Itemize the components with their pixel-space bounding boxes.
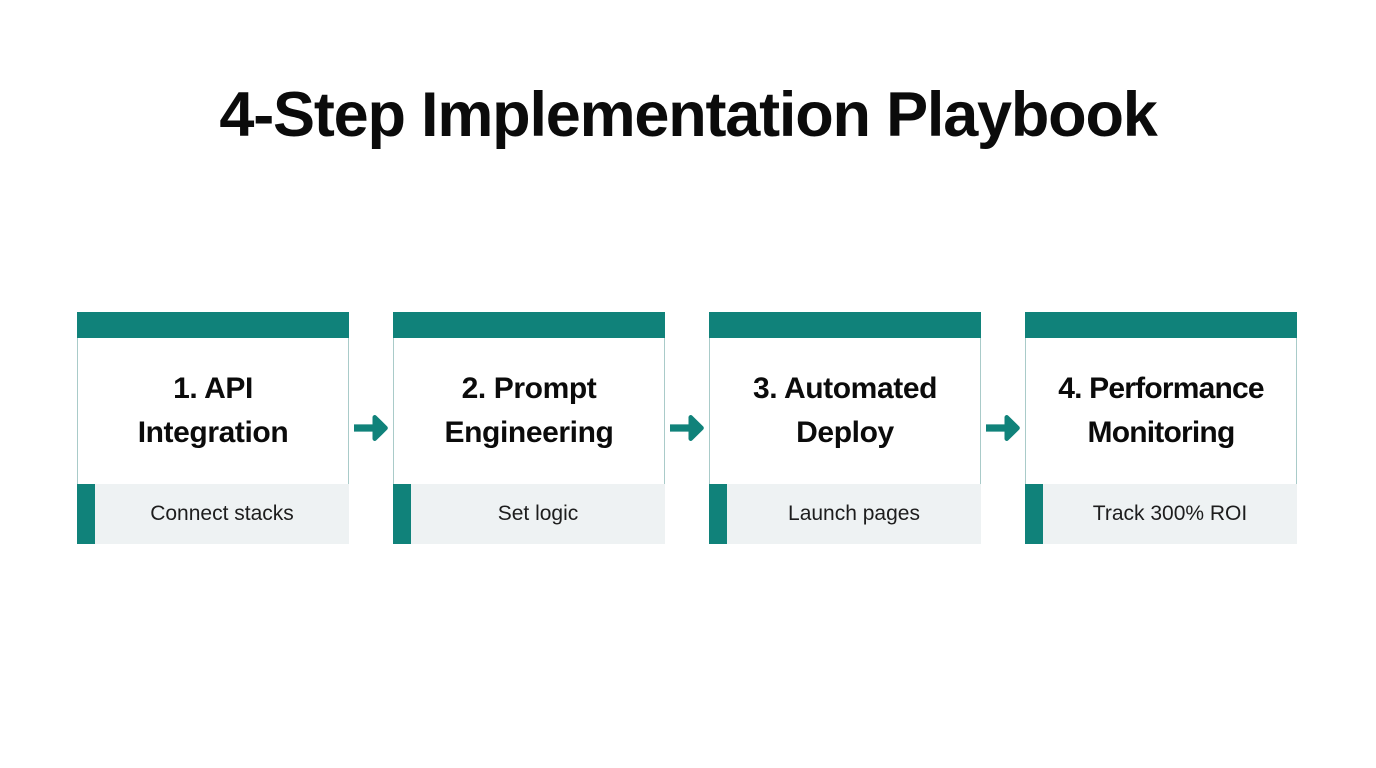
footer-text-wrap-2: Set logic — [411, 484, 665, 544]
card-footer-1: Connect stacks — [77, 484, 349, 544]
footer-accent-bar-3 — [709, 484, 727, 544]
arrow-connector-1 — [349, 312, 393, 544]
card-body-1: 1. API Integration — [78, 338, 348, 484]
arrow-right-icon — [986, 415, 1020, 441]
arrow-right-icon — [670, 415, 704, 441]
step-card-2[interactable]: 2. Prompt Engineering Set logic — [393, 312, 665, 544]
card-body-4: 4. Performance Monitoring — [1026, 338, 1296, 484]
card-top-accent-bar-4 — [1025, 312, 1297, 338]
footer-text-wrap-4: Track 300% ROI — [1043, 484, 1297, 544]
card-body-3: 3. Automated Deploy — [710, 338, 980, 484]
arrow-connector-2 — [665, 312, 709, 544]
card-top-accent-bar-3 — [709, 312, 981, 338]
card-footer-2: Set logic — [393, 484, 665, 544]
footer-text-wrap-3: Launch pages — [727, 484, 981, 544]
card-top-accent-bar-2 — [393, 312, 665, 338]
step-card-4[interactable]: 4. Performance Monitoring Track 300% ROI — [1025, 312, 1297, 544]
step-title-1: 1. API Integration — [137, 372, 289, 449]
step-caption-4: Track 300% ROI — [1092, 502, 1248, 526]
card-top-accent-bar-1 — [77, 312, 349, 338]
card-body-2: 2. Prompt Engineering — [394, 338, 664, 484]
step-caption-3: Launch pages — [788, 502, 920, 526]
card-footer-3: Launch pages — [709, 484, 981, 544]
footer-text-wrap-1: Connect stacks — [95, 484, 349, 544]
step-card-1[interactable]: 1. API Integration Connect stacks — [77, 312, 349, 544]
arrow-connector-3 — [981, 312, 1025, 544]
process-flow-row: 1. API Integration Connect stacks 2. Pro… — [77, 312, 1299, 544]
page-title: 4-Step Implementation Playbook — [219, 80, 1157, 150]
step-title-2: 2. Prompt Engineering — [444, 372, 614, 449]
footer-accent-bar-1 — [77, 484, 95, 544]
step-title-4: 4. Performance Monitoring — [1058, 372, 1264, 449]
footer-accent-bar-2 — [393, 484, 411, 544]
card-footer-4: Track 300% ROI — [1025, 484, 1297, 544]
footer-accent-bar-4 — [1025, 484, 1043, 544]
step-caption-2: Set logic — [497, 502, 579, 526]
step-card-3[interactable]: 3. Automated Deploy Launch pages — [709, 312, 981, 544]
step-title-3: 3. Automated Deploy — [752, 372, 938, 449]
arrow-right-icon — [354, 415, 388, 441]
step-caption-1: Connect stacks — [150, 502, 294, 526]
